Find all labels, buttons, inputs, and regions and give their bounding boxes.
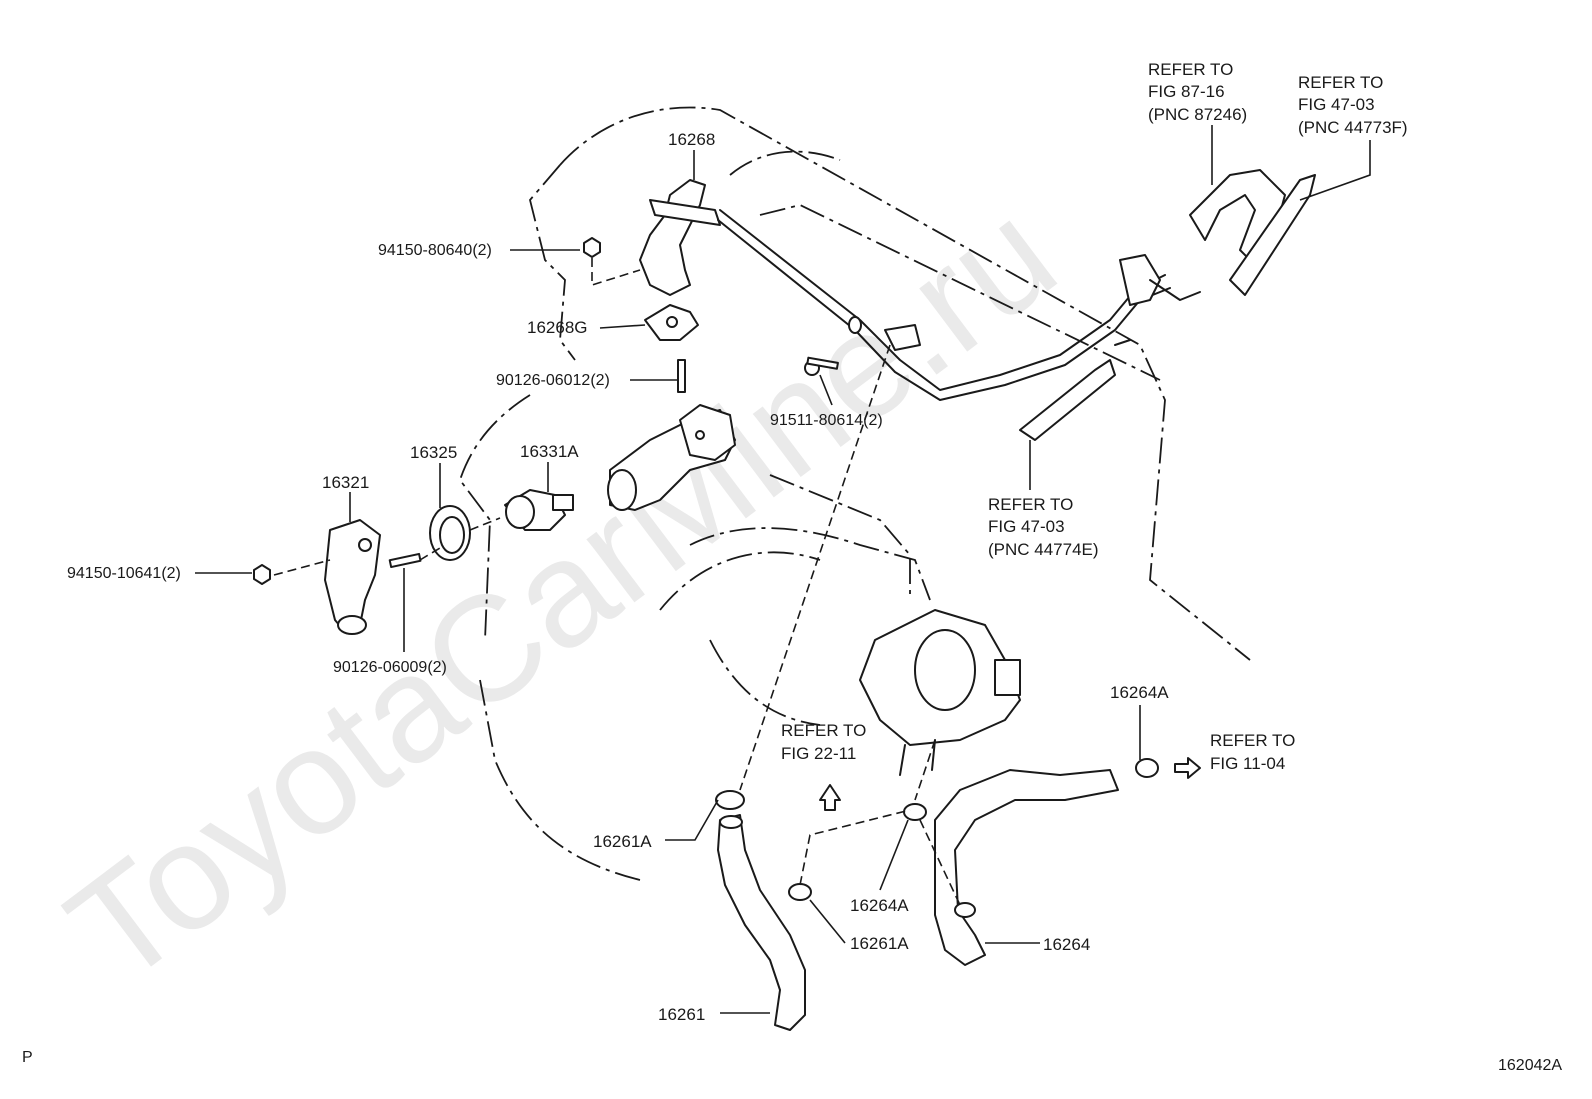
- assembly-dash-lines: [273, 258, 961, 906]
- reference-22-11: REFER TO FIG 22-11: [781, 721, 866, 763]
- stud-90126-06012: [677, 359, 686, 393]
- corner-mark: P: [22, 1049, 33, 1066]
- ref-47-03-b-line1: REFER TO: [988, 495, 1073, 514]
- reference-87-16: REFER TO FIG 87-16 (PNC 87246): [1148, 60, 1247, 124]
- hose-16264: [934, 769, 1119, 966]
- label-16321: 16321: [322, 473, 369, 492]
- ref-22-11-line1: REFER TO: [781, 721, 866, 740]
- ref-47-03-a-line3: (PNC 44773F): [1298, 118, 1408, 137]
- stud-90126-06009: [388, 552, 422, 569]
- ref-22-11-line2: FIG 22-11: [781, 744, 856, 763]
- label-90126-06012: 90126-06012(2): [496, 372, 610, 389]
- hose-upper-right: [1019, 169, 1316, 441]
- figure-code: 162042A: [1498, 1057, 1562, 1074]
- label-90126-06009: 90126-06009(2): [333, 659, 447, 676]
- clamp-16264A-mid: [903, 803, 927, 821]
- ref-47-03-a-line2: FIG 47-03: [1298, 95, 1375, 114]
- ref-11-04-line2: FIG 11-04: [1210, 754, 1285, 773]
- ref-47-03-a-line1: REFER TO: [1298, 73, 1383, 92]
- engine-outline: [458, 106, 1251, 881]
- ref-47-03-b-line2: FIG 47-03: [988, 517, 1065, 536]
- label-16264A-bottom: 16264A: [850, 896, 909, 915]
- clamp-16261A-bottom: [788, 883, 812, 901]
- ref-87-16-line2: FIG 87-16: [1148, 82, 1225, 101]
- leader-lines: [195, 125, 1371, 1014]
- ref-87-16-line1: REFER TO: [1148, 60, 1233, 79]
- reference-47-03-b: REFER TO FIG 47-03 (PNC 44774E): [988, 495, 1099, 559]
- label-91511-80614: 91511-80614(2): [770, 412, 883, 429]
- water-pipe-16268: [639, 179, 1201, 401]
- water-outlet-16321: [324, 519, 381, 635]
- clamp-16264A-top: [1135, 758, 1159, 778]
- label-16325: 16325: [410, 443, 457, 462]
- hose-16261: [717, 814, 806, 1031]
- label-16264: 16264: [1043, 935, 1090, 954]
- label-16261A-top: 16261A: [593, 832, 652, 851]
- label-16264A-top: 16264A: [1110, 683, 1169, 702]
- ref-47-03-b-line3: (PNC 44774E): [988, 540, 1099, 559]
- label-16268: 16268: [668, 130, 715, 149]
- arrow-up-icon: [819, 784, 841, 811]
- thermostat-housing: [607, 404, 736, 511]
- reference-47-03-a: REFER TO FIG 47-03 (PNC 44773F): [1298, 73, 1408, 137]
- ref-11-04-line1: REFER TO: [1210, 731, 1295, 750]
- label-94150-80640: 94150-80640(2): [378, 242, 492, 259]
- bolt-91511-80614: [804, 356, 839, 376]
- thermostat-16331A: [504, 489, 574, 531]
- label-16268G: 16268G: [527, 318, 588, 337]
- nut-94150-80640: [583, 237, 601, 258]
- label-16261A-bottom: 16261A: [850, 934, 909, 953]
- label-16331A: 16331A: [520, 442, 579, 461]
- ref-87-16-line3: (PNC 87246): [1148, 105, 1247, 124]
- arrow-right-icon: [1174, 757, 1201, 779]
- gasket-16325: [429, 505, 471, 561]
- label-16261: 16261: [658, 1005, 705, 1024]
- throttle-body: [859, 609, 1021, 776]
- gasket-16268G: [644, 304, 699, 341]
- reference-11-04: REFER TO FIG 11-04: [1210, 731, 1295, 773]
- clamp-16261A-top: [715, 790, 745, 810]
- nut-94150-10641: [253, 564, 271, 585]
- label-94150-10641: 94150-10641(2): [67, 565, 181, 582]
